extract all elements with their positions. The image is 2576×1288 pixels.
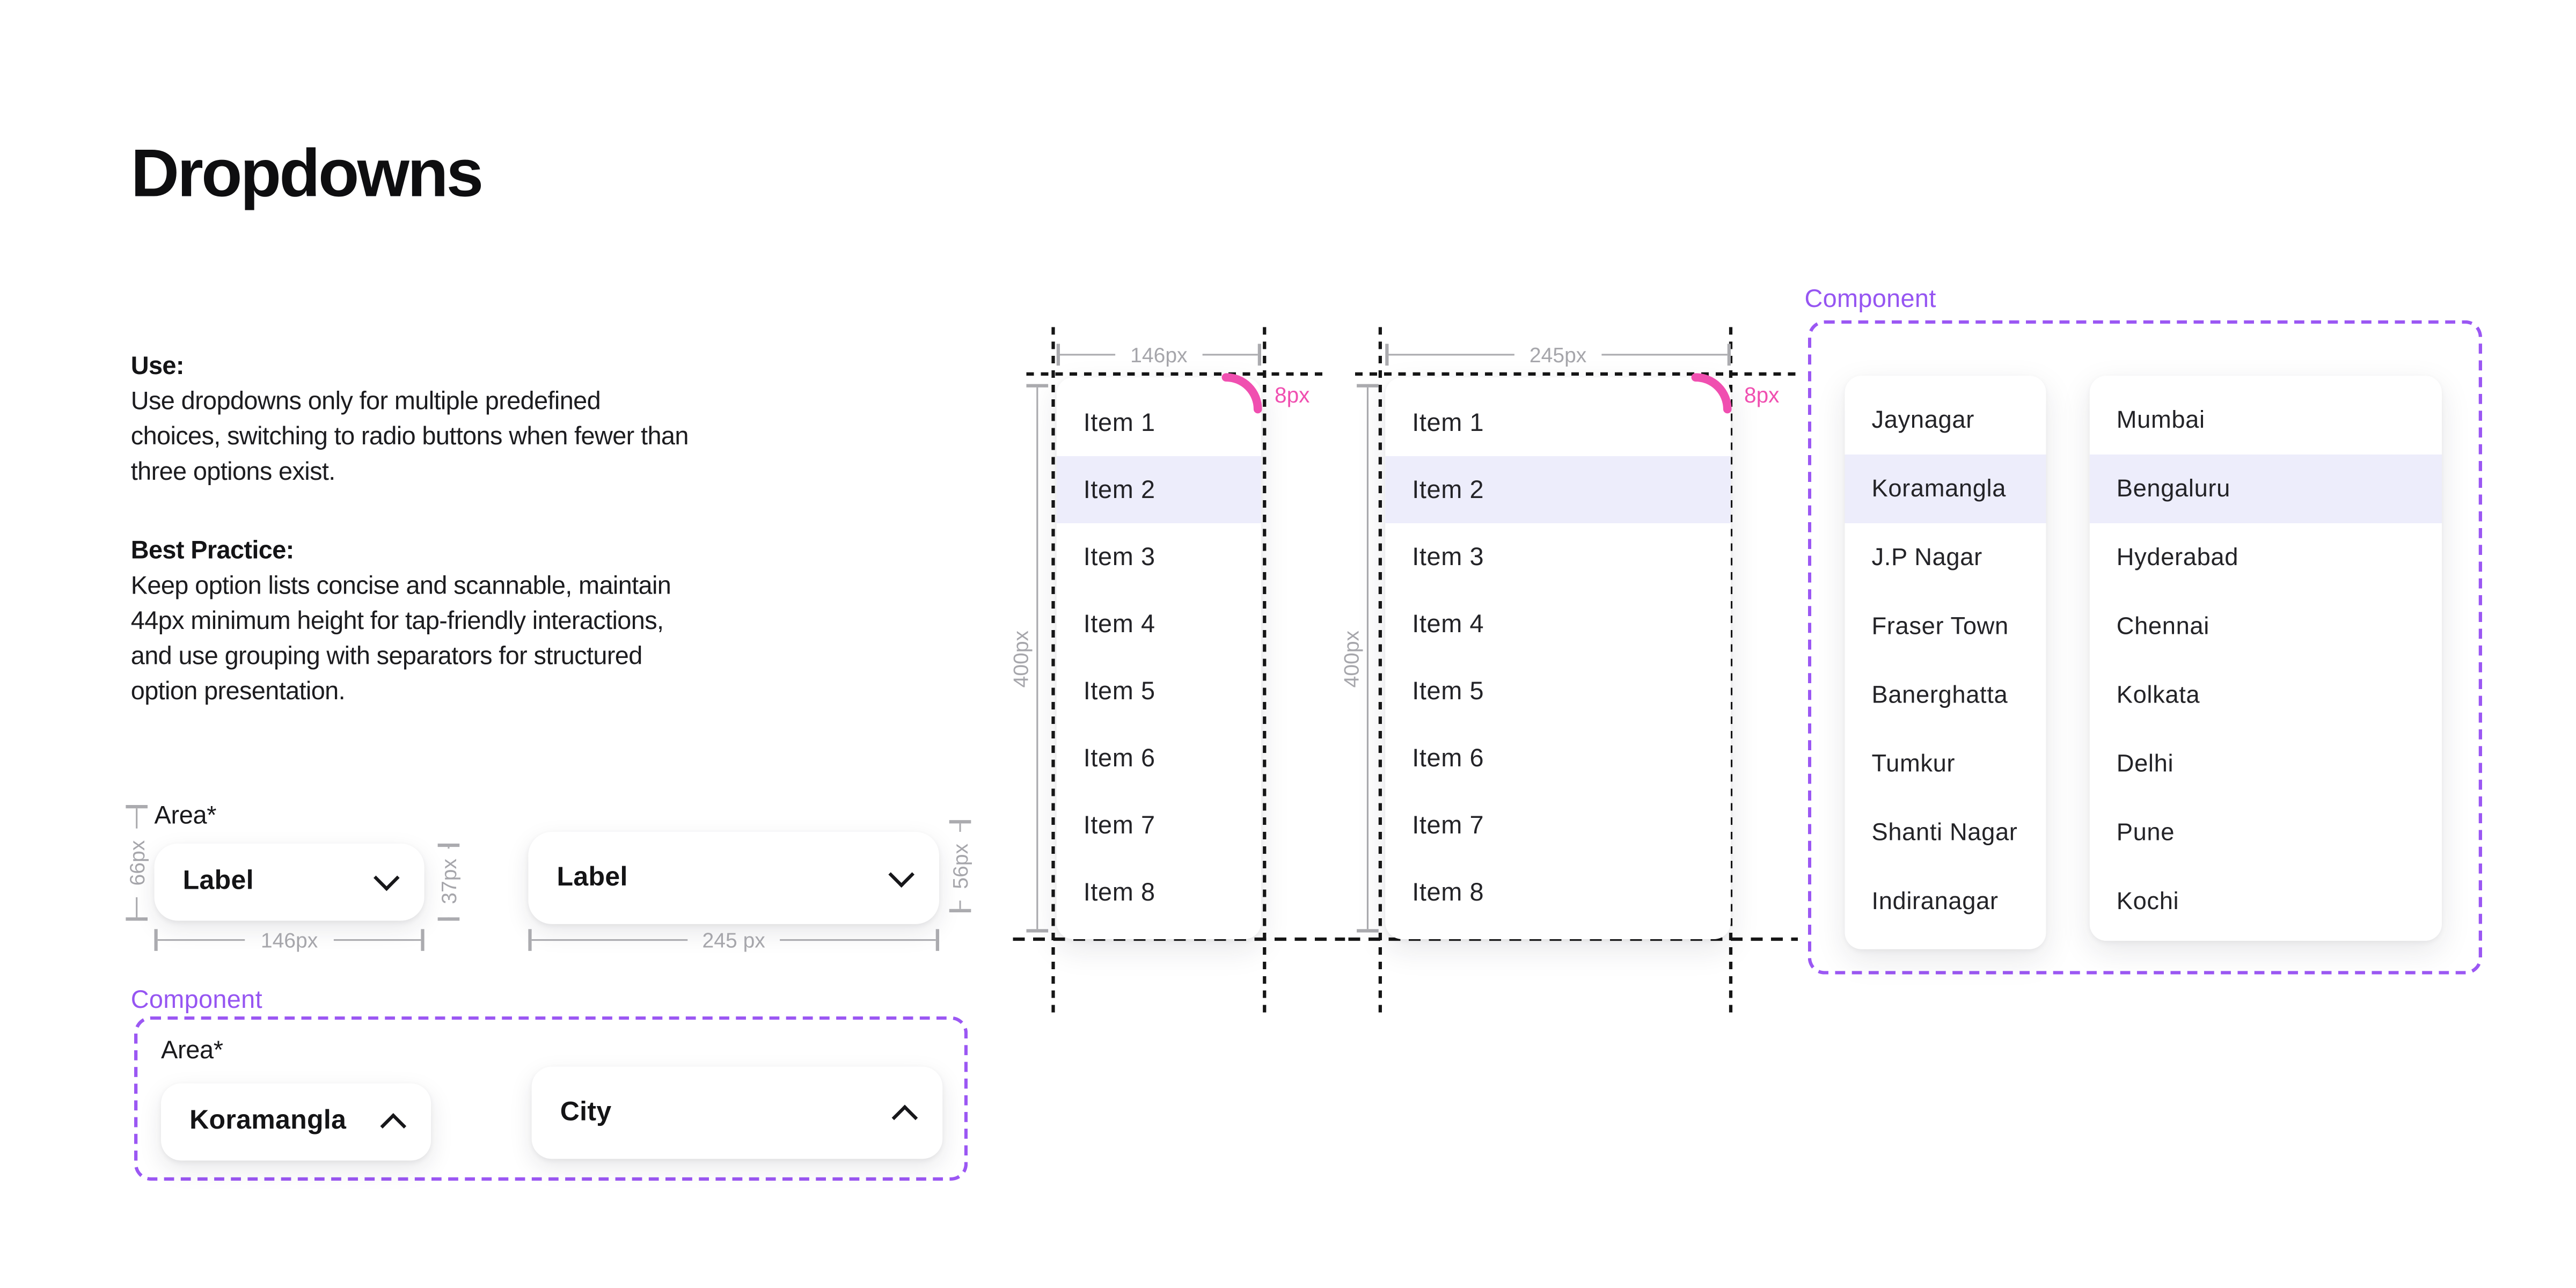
area-field-label: Area* bbox=[154, 801, 217, 830]
area-option[interactable]: Indiranagar bbox=[1871, 888, 1999, 915]
area-dropdown-open[interactable]: Koramangla bbox=[161, 1083, 431, 1161]
city-option[interactable]: Delhi bbox=[2116, 750, 2174, 778]
measure-list-width-small: 146px bbox=[1056, 343, 1261, 367]
page-title: Dropdowns bbox=[130, 137, 484, 211]
corner-radius-arc bbox=[1691, 373, 1732, 414]
best-practice-body: Keep option lists concise and scannable,… bbox=[130, 572, 671, 706]
dropdown-list-spec-small: Item 1 Item 2 Item 3 Item 4 Item 5 Item 6 Item… bbox=[1056, 377, 1261, 939]
component-boundary-box bbox=[1807, 320, 2482, 975]
measure-small-width: 146px bbox=[154, 928, 425, 952]
area-option[interactable]: Tumkur bbox=[1871, 750, 1956, 778]
guide-line-horizontal bbox=[1355, 372, 1796, 376]
city-option[interactable]: Kolkata bbox=[2116, 682, 2200, 709]
dropdown-option[interactable]: Item 4 bbox=[1083, 609, 1155, 639]
use-body: Use dropdowns only for multiple predefin… bbox=[130, 387, 689, 487]
guide-line-horizontal bbox=[1348, 937, 1798, 942]
guide-line-vertical bbox=[1378, 327, 1382, 1018]
area-option[interactable]: Banerghatta bbox=[1871, 682, 2008, 709]
measure-small-width-label: 146px bbox=[260, 928, 318, 952]
measure-large-width-label: 245 px bbox=[702, 928, 765, 952]
area-option[interactable]: Shanti Nagar bbox=[1871, 819, 2018, 846]
city-option[interactable]: Bengaluru bbox=[2089, 454, 2442, 523]
measure-list-width-small-label: 146px bbox=[1130, 343, 1188, 367]
area-field-label: Area* bbox=[161, 1036, 223, 1065]
measure-list-height: 400px bbox=[1340, 384, 1379, 933]
dropdown-large-label: Label bbox=[557, 862, 628, 891]
area-dropdown-value: Koramangla bbox=[189, 1107, 347, 1136]
dropdown-option[interactable]: Item 5 bbox=[1083, 676, 1155, 706]
dropdown-option[interactable]: Item 5 bbox=[1412, 676, 1484, 706]
city-option[interactable]: Pune bbox=[2116, 819, 2175, 846]
dropdown-option[interactable]: Item 2 bbox=[1056, 456, 1261, 523]
measure-large-height-label: 56px bbox=[948, 843, 972, 889]
measure-total-height-label: 66px bbox=[125, 840, 149, 886]
city-dropdown-value: City bbox=[560, 1097, 612, 1126]
dropdown-option[interactable]: Item 6 bbox=[1083, 743, 1155, 773]
dropdown-option[interactable]: Item 2 bbox=[1385, 456, 1731, 523]
city-option[interactable]: Hyderabad bbox=[2116, 544, 2239, 572]
chevron-up-icon bbox=[380, 1113, 407, 1139]
dropdown-option[interactable]: Item 3 bbox=[1412, 542, 1484, 572]
dropdown-small[interactable]: Label bbox=[154, 843, 425, 921]
dropdown-small-label: Label bbox=[182, 867, 254, 896]
guide-line-vertical bbox=[1263, 327, 1267, 1018]
area-option[interactable]: J.P Nagar bbox=[1871, 544, 1982, 572]
dropdown-option[interactable]: Item 7 bbox=[1412, 810, 1484, 840]
area-option[interactable]: Fraser Town bbox=[1871, 613, 2009, 640]
guidelines: Use: Use dropdowns only for multiple pre… bbox=[131, 349, 772, 753]
dropdown-option[interactable]: Item 8 bbox=[1083, 877, 1155, 907]
city-option[interactable]: Chennai bbox=[2116, 613, 2209, 640]
measure-list-height: 400px bbox=[1009, 384, 1049, 933]
dropdown-option[interactable]: Item 3 bbox=[1083, 542, 1155, 572]
dropdown-list-spec-large: Item 1 Item 2 Item 3 Item 4 Item 5 Item 6 Item… bbox=[1385, 377, 1731, 939]
component-boundary-box bbox=[134, 1016, 968, 1181]
chevron-down-icon bbox=[888, 860, 914, 887]
guide-line-horizontal bbox=[1013, 937, 1345, 942]
dropdown-large[interactable]: Label bbox=[528, 832, 939, 924]
measure-large-height: 56px bbox=[948, 820, 972, 913]
measure-list-width-large-label: 245px bbox=[1529, 343, 1587, 367]
area-option[interactable]: Jaynagar bbox=[1871, 406, 1974, 434]
city-option[interactable]: Kochi bbox=[2116, 888, 2179, 915]
dropdown-option[interactable]: Item 4 bbox=[1412, 609, 1484, 639]
dropdown-option[interactable]: Item 1 bbox=[1083, 408, 1155, 437]
measure-list-height-label: 400px bbox=[1009, 630, 1033, 687]
guide-line-horizontal bbox=[1026, 372, 1328, 376]
best-practice-heading: Best Practice: bbox=[130, 537, 295, 566]
city-dropdown-open[interactable]: City bbox=[531, 1066, 943, 1159]
measure-button-height-label: 37px bbox=[437, 859, 460, 905]
area-option[interactable]: Koramangla bbox=[1845, 454, 2046, 523]
guide-line-vertical bbox=[1729, 327, 1733, 1018]
measure-button-height: 37px bbox=[437, 843, 460, 921]
dropdown-option[interactable]: Item 1 bbox=[1412, 408, 1484, 437]
measure-total-height: 66px bbox=[125, 805, 149, 921]
corner-radius-arc bbox=[1221, 373, 1262, 414]
use-heading: Use: bbox=[130, 352, 185, 381]
dropdown-option[interactable]: Item 7 bbox=[1083, 810, 1155, 840]
measure-list-height-label: 400px bbox=[1340, 630, 1364, 687]
corner-radius-label: 8px bbox=[1744, 382, 1780, 408]
measure-large-width: 245 px bbox=[528, 928, 939, 952]
corner-radius-label: 8px bbox=[1275, 382, 1310, 408]
dropdown-option[interactable]: Item 8 bbox=[1412, 877, 1484, 907]
component-section-label: Component bbox=[1804, 285, 1936, 314]
chevron-down-icon bbox=[374, 865, 400, 891]
chevron-up-icon bbox=[891, 1103, 918, 1130]
measure-list-width-large: 245px bbox=[1385, 343, 1731, 367]
dropdown-option[interactable]: Item 6 bbox=[1412, 743, 1484, 773]
city-option[interactable]: Mumbai bbox=[2116, 406, 2205, 434]
component-section-label: Component bbox=[130, 986, 262, 1015]
guide-line-vertical bbox=[1051, 327, 1056, 1018]
